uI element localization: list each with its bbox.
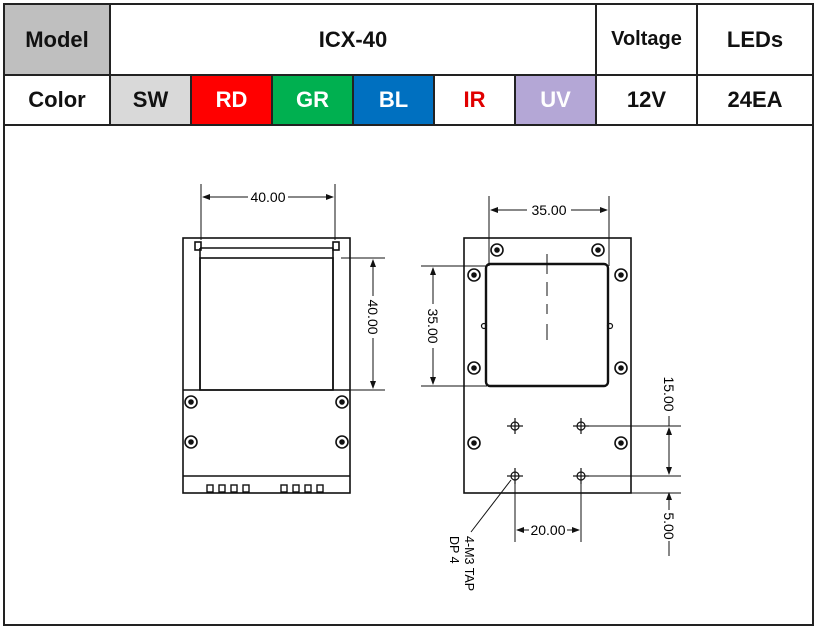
color-swatch-sw: SW [111, 76, 192, 126]
spec-row-color: Color SW RD GR BL IR UV 12V 24EA [5, 76, 812, 126]
model-value: ICX-40 [111, 5, 597, 76]
tap-leader [470, 479, 512, 533]
drawing-svg: 40.00 40.00 [182, 184, 681, 591]
color-swatch-ir: IR [435, 76, 516, 126]
voltage-value: 12V [597, 76, 698, 126]
front-width-label: 40.00 [250, 189, 285, 205]
hole-vertical-dimension [589, 416, 681, 556]
leds-value: 24EA [698, 76, 812, 126]
back-screw-holes [467, 243, 628, 450]
front-height-label: 40.00 [365, 299, 381, 334]
color-swatch-gr: GR [273, 76, 354, 126]
hole-vertical-label: 15.00 [661, 376, 677, 411]
back-width-label: 35.00 [531, 202, 566, 218]
back-dimension-width [488, 196, 610, 266]
color-swatch-uv: UV [516, 76, 597, 126]
leds-label: LEDs [698, 5, 812, 76]
front-body [182, 237, 351, 494]
front-window [199, 257, 334, 391]
spec-table: Model ICX-40 Voltage LEDs Color SW RD GR… [3, 3, 814, 626]
back-view [463, 237, 632, 494]
color-swatch-rd: RD [192, 76, 273, 126]
hole-edge-label: 5.00 [661, 512, 677, 539]
hole-horizontal-label: 20.00 [530, 522, 565, 538]
front-connector-pins [206, 484, 324, 493]
tap-label-line1: 4-M3 TAP [462, 536, 476, 591]
back-height-label: 35.00 [425, 308, 441, 343]
model-label: Model [5, 5, 111, 76]
front-screw-holes [184, 395, 349, 449]
front-tab-left [194, 241, 202, 251]
front-dimension-width [200, 184, 336, 240]
back-tap-holes [507, 418, 589, 484]
hole-horizontal-dimension [514, 484, 582, 542]
front-dimension-height [341, 257, 385, 391]
back-dimension-height [421, 265, 487, 387]
color-swatch-bl: BL [354, 76, 435, 126]
front-view [182, 237, 351, 494]
voltage-label: Voltage [597, 5, 698, 76]
back-body [463, 237, 632, 494]
spec-row-model: Model ICX-40 Voltage LEDs [5, 5, 812, 76]
tap-label-line2: DP 4 [447, 536, 461, 564]
technical-drawing: 40.00 40.00 [5, 126, 812, 624]
front-tab-right [332, 241, 340, 251]
color-label: Color [5, 76, 111, 126]
